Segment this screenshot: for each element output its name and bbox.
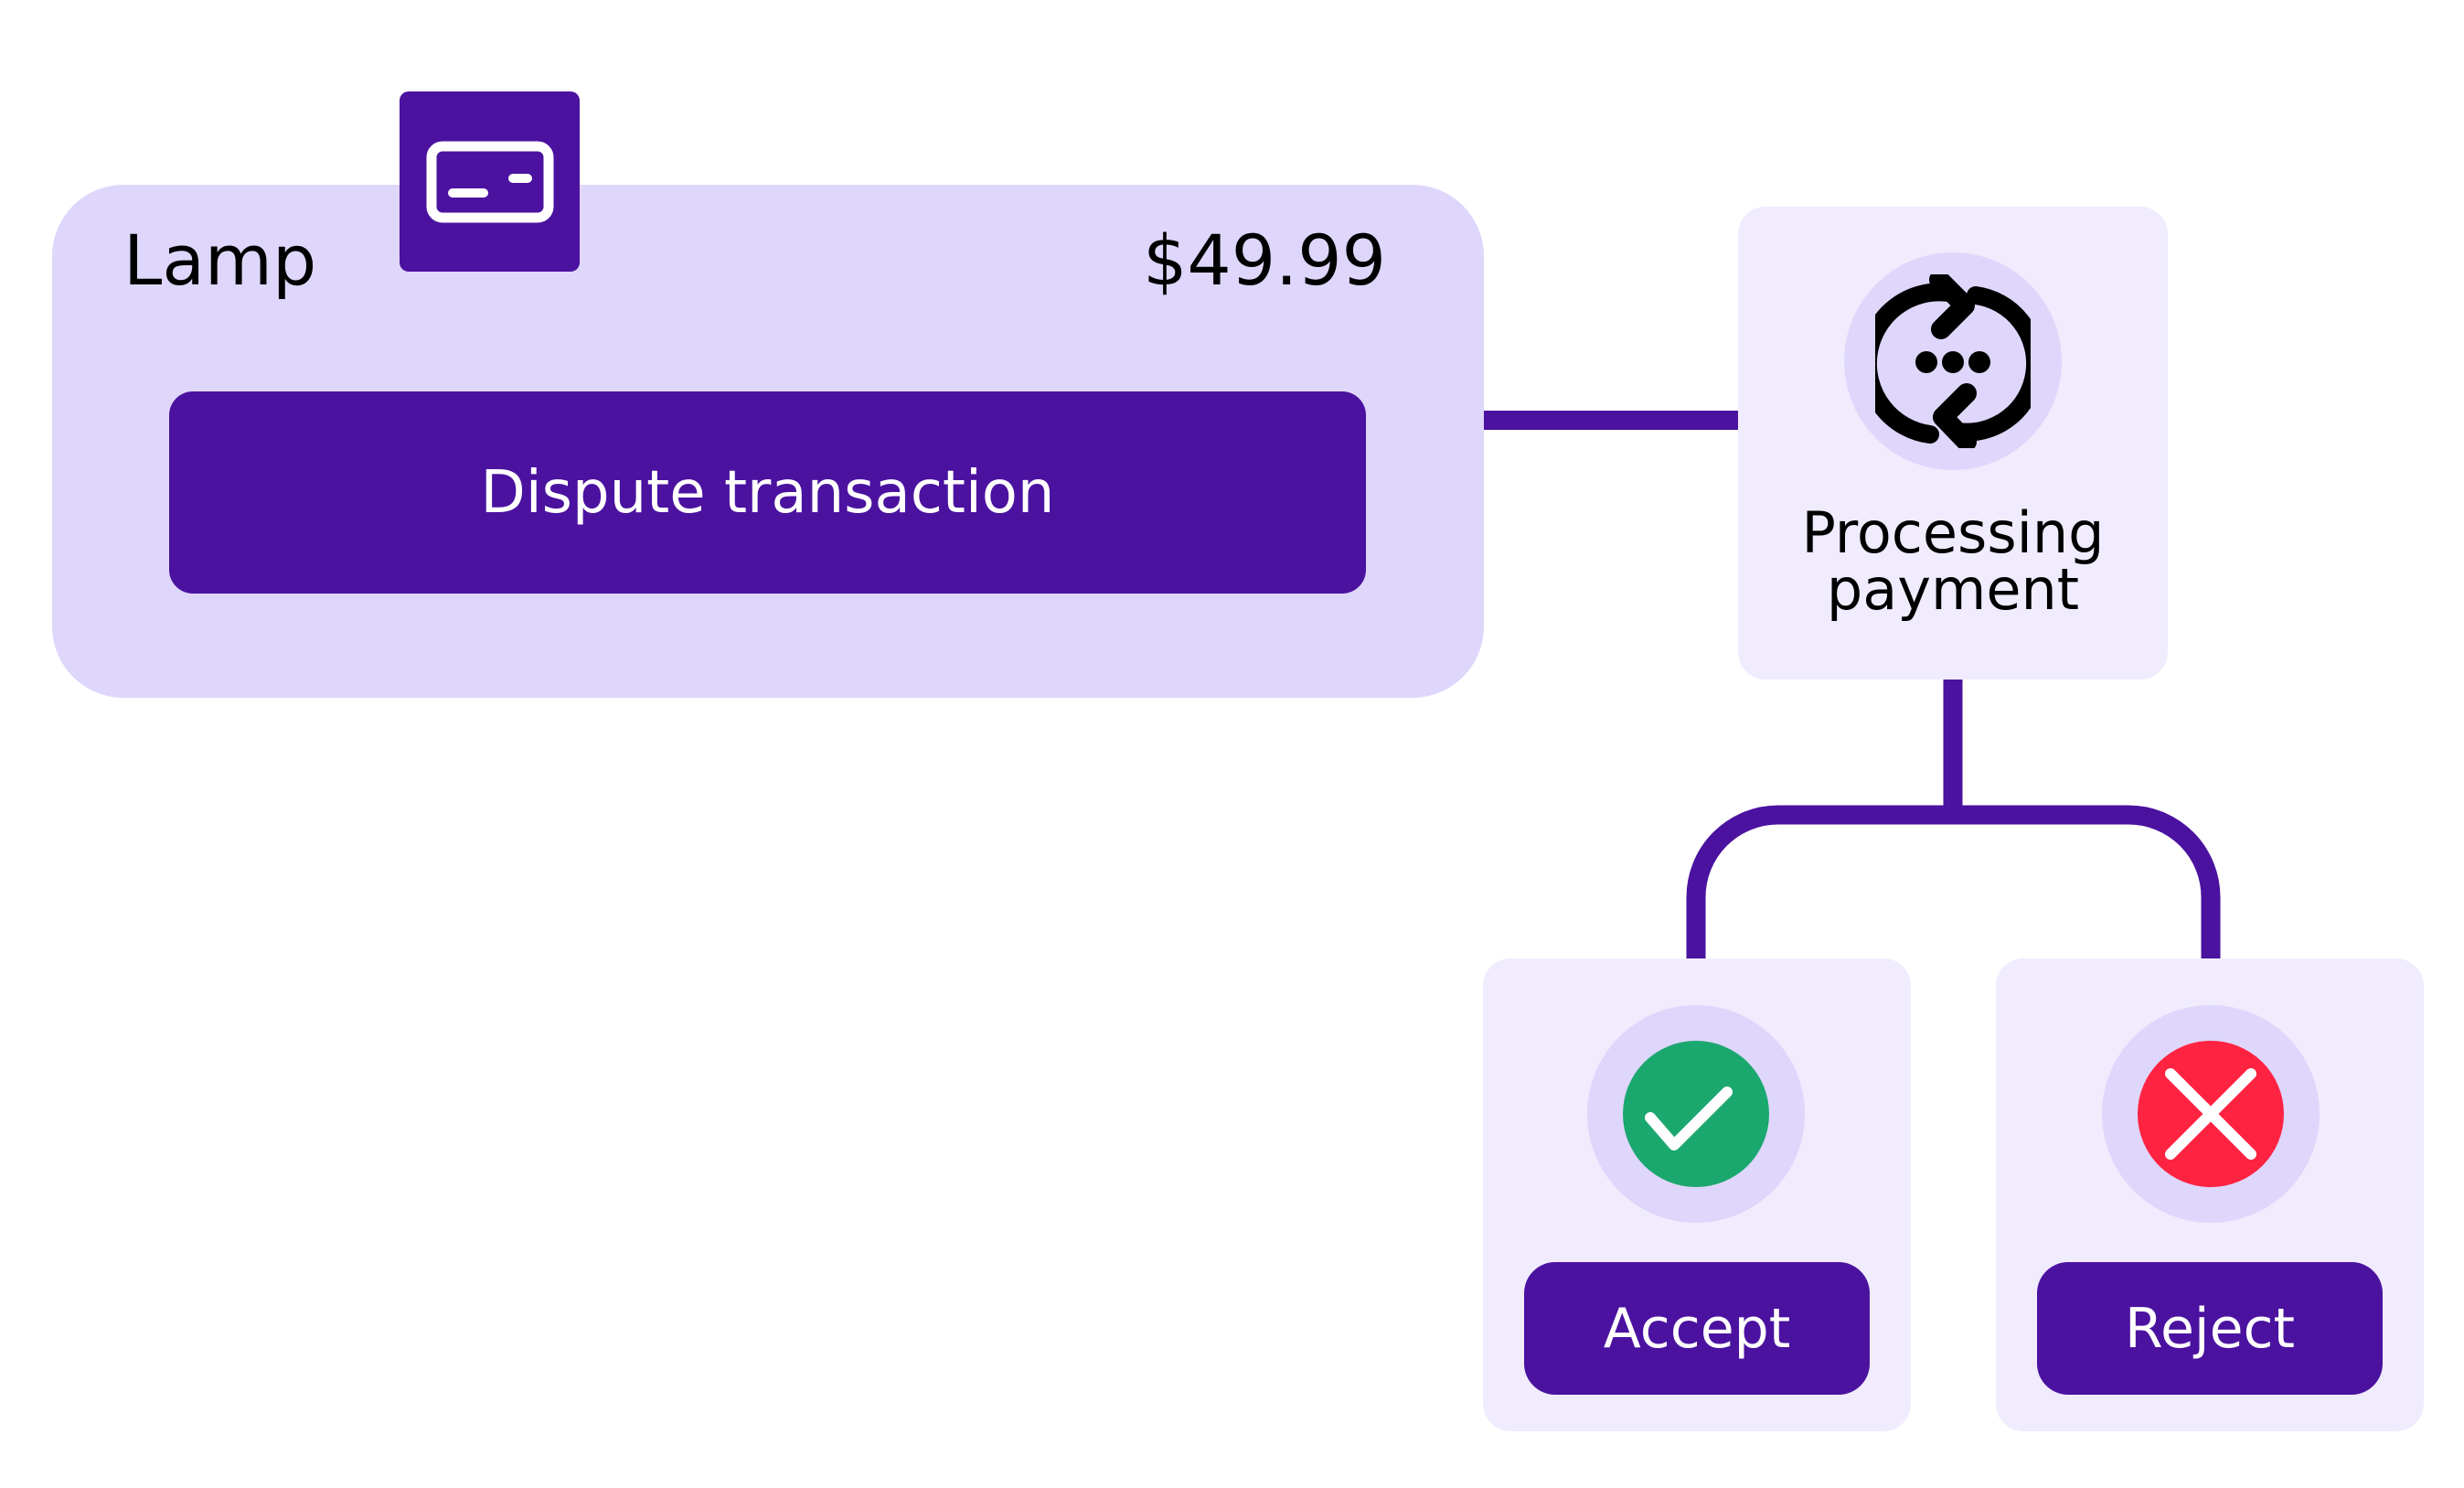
item-name: Lamp — [123, 219, 317, 301]
accept-button[interactable]: Accept — [1524, 1262, 1870, 1395]
item-price: $49.99 — [1143, 219, 1386, 301]
accept-icon-circle — [1587, 1005, 1805, 1223]
processing-label: Processing payment — [1801, 499, 2105, 623]
credit-card-icon — [400, 91, 580, 272]
connector-line — [1484, 411, 1738, 430]
processing-icon — [1844, 252, 2062, 470]
dispute-transaction-button[interactable]: Dispute transaction — [169, 391, 1366, 594]
reject-icon-circle — [2102, 1005, 2320, 1223]
check-icon — [1623, 1041, 1769, 1187]
reject-button[interactable]: Reject — [2037, 1262, 2383, 1395]
x-icon — [2138, 1041, 2284, 1187]
